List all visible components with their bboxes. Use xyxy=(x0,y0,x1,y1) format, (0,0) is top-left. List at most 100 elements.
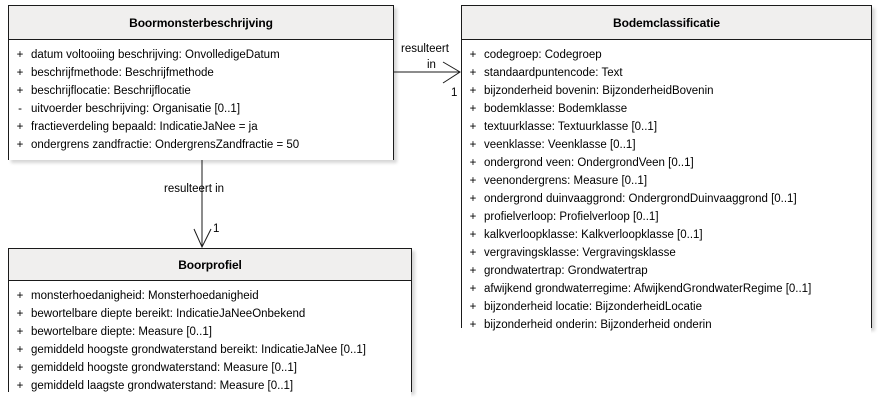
uml-attribute-row: + bijzonderheid bovenin: BijzonderheidBo… xyxy=(462,82,871,100)
visibility-marker: + xyxy=(469,265,477,277)
visibility-marker: + xyxy=(16,326,24,338)
uml-attribute-row: + ondergrond veen: OndergrondVeen [0..1] xyxy=(462,154,871,172)
uml-class-title: Bodemclassificatie xyxy=(613,15,720,30)
visibility-marker: + xyxy=(469,247,477,259)
visibility-marker: + xyxy=(469,49,477,61)
visibility-marker: + xyxy=(469,319,477,331)
visibility-marker: + xyxy=(469,175,477,187)
visibility-marker: + xyxy=(16,139,24,151)
uml-class-header-boormonsterbeschrijving: Boormonsterbeschrijving xyxy=(9,6,393,40)
attribute-text: textuurklasse: Textuurklasse [0..1] xyxy=(484,121,658,133)
attribute-text: fractieverdeling bepaald: IndicatieJaNee… xyxy=(31,121,258,133)
visibility-marker: + xyxy=(16,49,24,61)
uml-class-title: Boorprofiel xyxy=(178,257,242,272)
uml-attribute-row: + monsterhoedanigheid: Monsterhoedanighe… xyxy=(9,287,411,305)
uml-attribute-row: + bijzonderheid locatie: BijzonderheidLo… xyxy=(462,298,871,316)
visibility-marker: + xyxy=(469,229,477,241)
uml-attribute-row: + afwijkend grondwaterregime: AfwijkendG… xyxy=(462,280,871,298)
attribute-text: gemiddeld hoogste grondwaterstand: Measu… xyxy=(31,362,297,374)
uml-class-header-boorprofiel: Boorprofiel xyxy=(9,249,411,281)
attribute-text: veenklasse: Veenklasse [0..1] xyxy=(484,139,636,151)
uml-attribute-row: + bodemklasse: Bodemklasse xyxy=(462,100,871,118)
attribute-text: vergravingsklasse: Vergravingsklasse xyxy=(484,247,676,259)
uml-attribute-row: - uitvoerder beschrijving: Organisatie [… xyxy=(9,100,393,118)
uml-attribute-row: + textuurklasse: Textuurklasse [0..1] xyxy=(462,118,871,136)
association-multiplicity-vertical: 1 xyxy=(213,223,220,235)
attribute-text: bijzonderheid onderin: Bijzonderheid ond… xyxy=(484,319,712,331)
attribute-text: ondergrond veen: OndergrondVeen [0..1] xyxy=(484,157,694,169)
uml-attribute-row: + grondwatertrap: Grondwatertrap xyxy=(462,262,871,280)
visibility-marker: + xyxy=(16,344,24,356)
attribute-text: ondergrens zandfractie: OndergrensZandfr… xyxy=(31,139,300,151)
visibility-marker: + xyxy=(469,139,477,151)
visibility-marker: + xyxy=(469,211,477,223)
attribute-text: profielverloop: Profielverloop [0..1] xyxy=(484,211,659,223)
uml-attribute-row: + veenklasse: Veenklasse [0..1] xyxy=(462,136,871,154)
visibility-marker: + xyxy=(16,362,24,374)
uml-class-bodemclassificatie[interactable]: Bodemclassificatie + codegroep: Codegroe… xyxy=(461,5,872,340)
uml-attribute-row: + fractieverdeling bepaald: IndicatieJaN… xyxy=(9,118,393,136)
attribute-text: beschrijflocatie: Beschrijflocatie xyxy=(31,85,191,97)
uml-class-boormonsterbeschrijving[interactable]: Boormonsterbeschrijving + datum voltooii… xyxy=(8,5,394,160)
attribute-text: bewortelbare diepte bereikt: IndicatieJa… xyxy=(31,308,306,320)
uml-attribute-row: + profielverloop: Profielverloop [0..1] xyxy=(462,208,871,226)
visibility-marker: + xyxy=(16,308,24,320)
visibility-marker: + xyxy=(469,283,477,295)
uml-attribute-list-boorprofiel: + monsterhoedanigheid: Monsterhoedanighe… xyxy=(9,281,411,401)
uml-attribute-row: + ondergrens zandfractie: OndergrensZand… xyxy=(9,136,393,154)
uml-attribute-row: + codegroep: Codegroep xyxy=(462,46,871,64)
uml-attribute-row: + vergravingsklasse: Vergravingsklasse xyxy=(462,244,871,262)
visibility-marker: + xyxy=(469,193,477,205)
visibility-marker: - xyxy=(18,103,22,115)
visibility-marker: + xyxy=(16,121,24,133)
uml-class-header-bodemclassificatie: Bodemclassificatie xyxy=(462,6,871,40)
attribute-text: veenondergrens: Measure [0..1] xyxy=(484,175,648,187)
visibility-marker: + xyxy=(469,103,477,115)
association-line-resulteert-in-vertical xyxy=(193,160,212,249)
uml-attribute-row: + kalkverloopklasse: Kalkverloopklasse [… xyxy=(462,226,871,244)
visibility-marker: + xyxy=(16,67,24,79)
uml-attribute-row: + datum voltooiing beschrijving: Onvolle… xyxy=(9,46,393,64)
uml-attribute-row: + gemiddeld hoogste grondwaterstand bere… xyxy=(9,341,411,359)
attribute-text: gemiddeld laagste grondwaterstand: Measu… xyxy=(31,380,294,392)
attribute-text: kalkverloopklasse: Kalkverloopklasse [0.… xyxy=(484,229,703,241)
uml-class-boorprofiel[interactable]: Boorprofiel + monsterhoedanigheid: Monst… xyxy=(8,248,412,401)
attribute-text: datum voltooiing beschrijving: Onvolledi… xyxy=(31,49,280,61)
attribute-text: ondergrond duinvaaggrond: OndergrondDuin… xyxy=(484,193,797,205)
uml-attribute-row: + beschrijflocatie: Beschrijflocatie xyxy=(9,82,393,100)
attribute-text: bijzonderheid locatie: BijzonderheidLoca… xyxy=(484,301,703,313)
attribute-text: monsterhoedanigheid: Monsterhoedanigheid xyxy=(31,290,259,302)
uml-attribute-row: + gemiddeld laagste grondwaterstand: Mea… xyxy=(9,377,411,395)
visibility-marker: + xyxy=(16,290,24,302)
attribute-text: standaardpuntencode: Text xyxy=(484,67,623,79)
uml-attribute-row: + veenondergrens: Measure [0..1] xyxy=(462,172,871,190)
attribute-text: beschrijfmethode: Beschrijfmethode xyxy=(31,67,214,79)
visibility-marker: + xyxy=(469,121,477,133)
attribute-text: uitvoerder beschrijving: Organisatie [0.… xyxy=(31,103,241,115)
attribute-text: codegroep: Codegroep xyxy=(484,49,602,61)
uml-attribute-row: + gemiddeld hoogste grondwaterstand: Mea… xyxy=(9,359,411,377)
uml-attribute-row: + beschrijfmethode: Beschrijfmethode xyxy=(9,64,393,82)
association-label-horizontal-line2: in xyxy=(427,59,436,71)
association-label-horizontal-line1: resulteert xyxy=(401,43,449,55)
attribute-text: gemiddeld hoogste grondwaterstand bereik… xyxy=(31,344,366,356)
attribute-text: bodemklasse: Bodemklasse xyxy=(484,103,628,115)
attribute-text: grondwatertrap: Grondwatertrap xyxy=(484,265,648,277)
association-label-vertical-line1: resulteert in xyxy=(164,183,225,195)
uml-attribute-list-bodemclassificatie: + codegroep: Codegroep + standaardpunten… xyxy=(462,40,871,340)
visibility-marker: + xyxy=(16,380,24,392)
uml-attribute-list-boormonsterbeschrijving: + datum voltooiing beschrijving: Onvolle… xyxy=(9,40,393,160)
attribute-text: bijzonderheid bovenin: BijzonderheidBove… xyxy=(484,85,714,97)
visibility-marker: + xyxy=(469,85,477,97)
association-multiplicity-horizontal: 1 xyxy=(451,87,458,99)
uml-attribute-row: + bijzonderheid onderin: Bijzonderheid o… xyxy=(462,316,871,334)
uml-attribute-row: + bewortelbare diepte: Measure [0..1] xyxy=(9,323,411,341)
uml-attribute-row: + ondergrond duinvaaggrond: OndergrondDu… xyxy=(462,190,871,208)
visibility-marker: + xyxy=(16,85,24,97)
visibility-marker: + xyxy=(469,67,477,79)
uml-attribute-row: + bewortelbare diepte bereikt: Indicatie… xyxy=(9,305,411,323)
uml-class-title: Boormonsterbeschrijving xyxy=(129,15,273,30)
uml-attribute-row: + standaardpuntencode: Text xyxy=(462,64,871,82)
attribute-text: bewortelbare diepte: Measure [0..1] xyxy=(31,326,212,338)
